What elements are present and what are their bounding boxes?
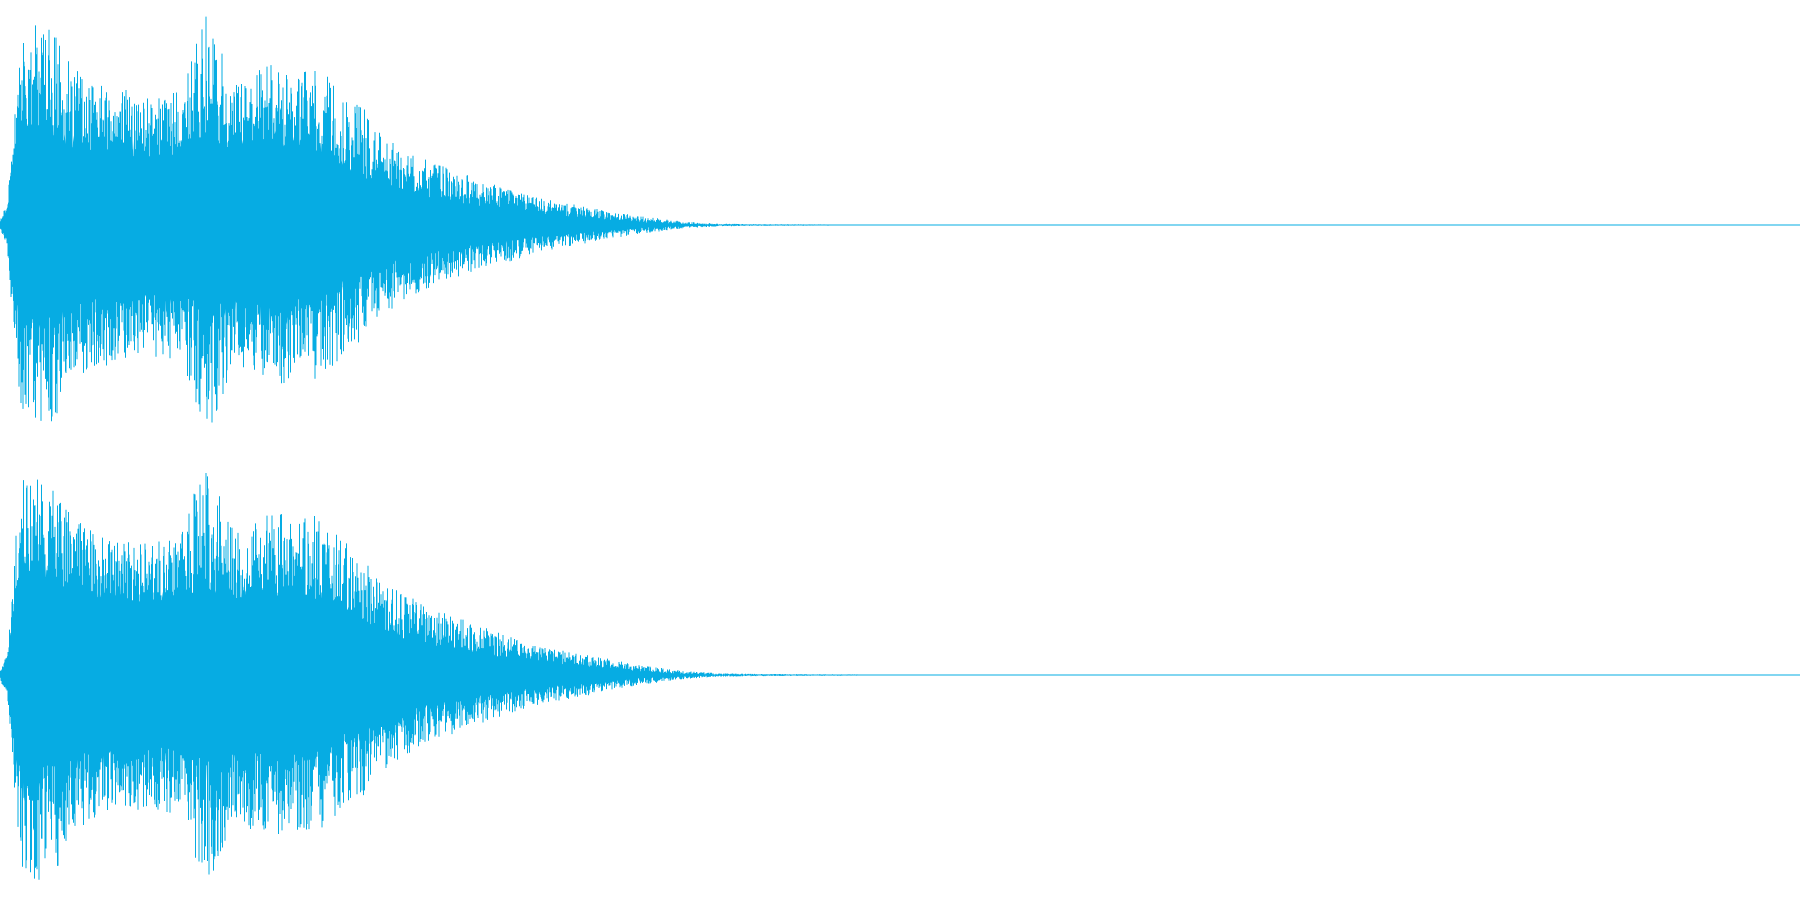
- waveform-transients: [0, 16, 846, 423]
- waveform-channel-2: [0, 473, 1800, 880]
- waveform-transients: [0, 473, 873, 880]
- waveform-channel-1: [0, 16, 1800, 423]
